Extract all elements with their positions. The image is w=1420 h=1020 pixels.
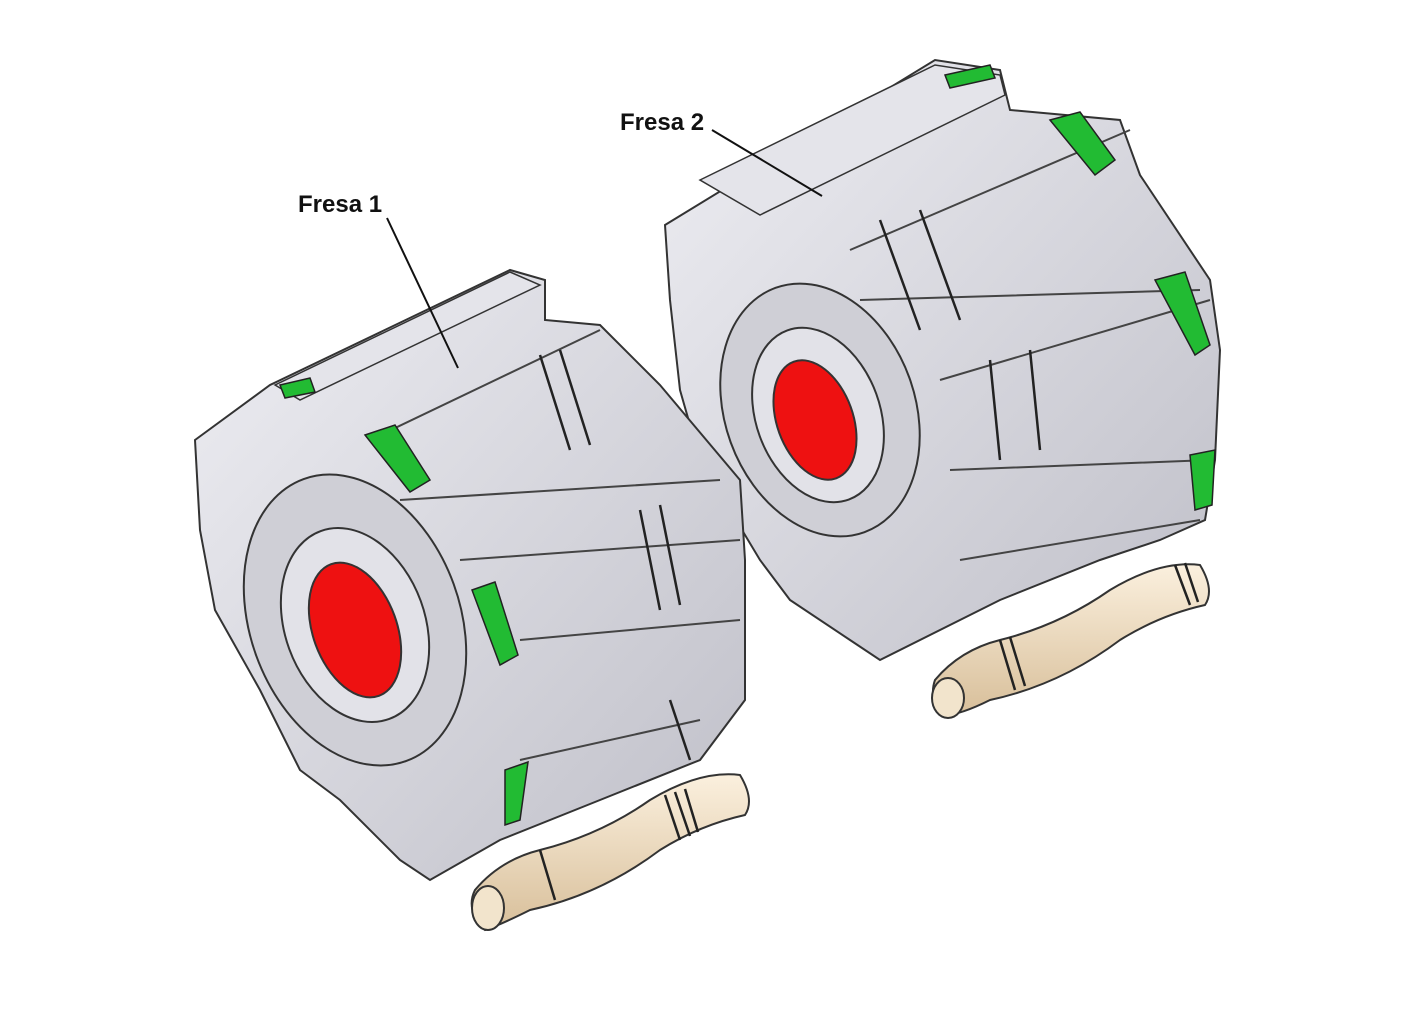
label-fresa-2: Fresa 2	[620, 109, 705, 136]
label-fresa-1: Fresa 1	[298, 191, 383, 218]
cutter-1-bore	[307, 561, 403, 699]
pin-2	[931, 562, 1210, 719]
leader-line-1	[386, 217, 459, 369]
pin-1	[470, 773, 750, 932]
cutter-1	[193, 268, 746, 882]
cutter-2-bore	[772, 359, 858, 481]
cutter-2	[663, 58, 1222, 662]
cutter-1-inserts	[278, 377, 529, 827]
leader-line-2	[711, 129, 823, 197]
cutter-2-inserts	[943, 64, 1216, 511]
